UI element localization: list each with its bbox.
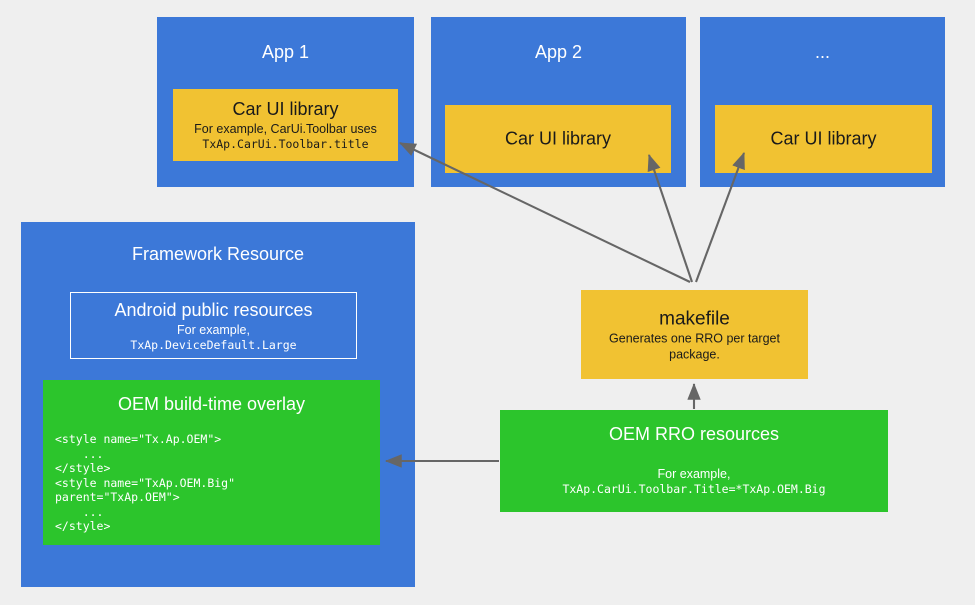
- oem-build-time-overlay-title: OEM build-time overlay: [117, 394, 306, 414]
- app-1-container: App 1 Car UI library For example, CarUi.…: [157, 17, 414, 187]
- app1-car-ui-library: Car UI library For example, CarUi.Toolba…: [173, 89, 398, 161]
- android-public-resources-box: Android public resources For example, Tx…: [70, 292, 357, 359]
- makefile: makefile Generates one RRO per target pa…: [581, 290, 808, 379]
- app-2-library-title: Car UI library: [504, 128, 611, 149]
- makefile-text: makefile Generates one RRO per target pa…: [581, 307, 808, 362]
- app3-car-ui-library: Car UI library: [715, 105, 932, 173]
- android-public-resources-text: Android public resources For example, Tx…: [71, 299, 356, 353]
- app-1-library-line3: TxAp.CarUi.Toolbar.title: [202, 137, 369, 151]
- app2-car-ui-library: Car UI library: [445, 105, 671, 173]
- oem-rro-resources-line3: TxAp.CarUi.Toolbar.Title=*TxAp.OEM.Big: [562, 482, 826, 496]
- android-public-resources-line3: TxAp.DeviceDefault.Large: [130, 337, 297, 352]
- framework-resource-header: Framework Resource: [131, 244, 305, 264]
- makefile-line2: Generates one RRO per target: [609, 331, 780, 345]
- app-2-header: App 2: [534, 42, 583, 62]
- app-3-library-title: Car UI library: [770, 128, 877, 149]
- app-3-header: ...: [814, 42, 830, 62]
- android-public-resources-title: Android public resources: [114, 299, 313, 320]
- oem-rro-resources: OEM RRO resources For example, TxAp.CarU…: [500, 410, 888, 512]
- makefile-line3: package.: [669, 347, 720, 361]
- app-3-container: ... Car UI library: [700, 17, 945, 187]
- app-1-header: App 1: [261, 42, 310, 62]
- oem-rro-resources-line2: For example,: [657, 467, 731, 481]
- framework-resource-container: Framework Resource Android public resour…: [21, 222, 415, 587]
- oem-build-time-overlay-code: <style name="Tx.Ap.OEM"> ... </style> <s…: [55, 432, 236, 533]
- app-2-container: App 2 Car UI library: [431, 17, 686, 187]
- app-1-library-text: Car UI library For example, CarUi.Toolba…: [173, 98, 398, 152]
- oem-rro-resources-title: OEM RRO resources: [608, 424, 780, 444]
- android-public-resources-line2: For example,: [177, 322, 250, 337]
- app-1-library-line2: For example, CarUi.Toolbar uses: [194, 122, 377, 136]
- oem-rro-resources-detail: For example, TxAp.CarUi.Toolbar.Title=*T…: [500, 466, 888, 497]
- app-2-library-text: Car UI library: [445, 128, 671, 151]
- oem-build-time-overlay: OEM build-time overlay <style name="Tx.A…: [43, 380, 380, 545]
- app-3-library-text: Car UI library: [715, 128, 932, 151]
- app-1-library-title: Car UI library: [232, 99, 339, 119]
- makefile-title: makefile: [659, 308, 730, 329]
